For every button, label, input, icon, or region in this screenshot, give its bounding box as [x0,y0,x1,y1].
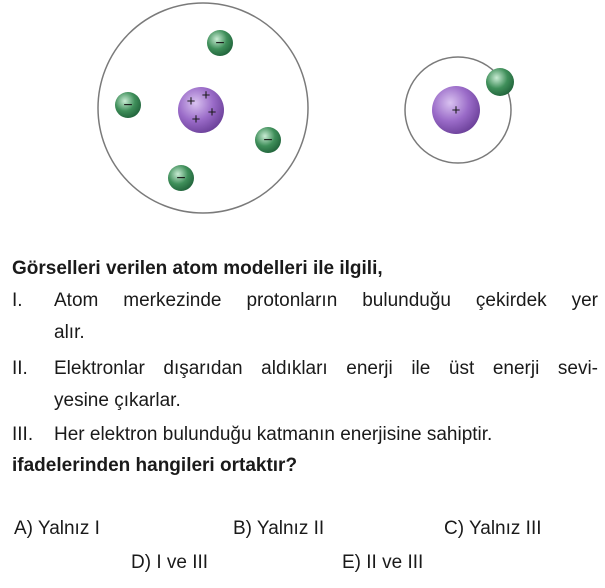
electron: − [255,127,281,153]
statement-number: II. [12,358,28,379]
statement-text: Atom merkezinde protonların bulunduğu çe… [54,290,598,311]
option-e[interactable]: E) II ve III [342,552,424,573]
proton-sign: + [192,111,201,128]
nucleus [432,86,480,134]
statement-number: III. [12,424,34,445]
electron: − [115,92,141,118]
option-a[interactable]: A) Yalnız I [14,518,100,539]
statement-1-continued: alır. [54,322,85,343]
svg-text:−: − [263,132,272,149]
atom-models-figure: + + + + − − − − + [97,2,514,214]
atom-boundary [97,2,309,214]
option-d[interactable]: D) I ve III [131,552,209,573]
svg-text:−: − [123,97,132,114]
electron [486,68,514,96]
option-b[interactable]: B) Yalnız II [233,518,325,539]
bohr-model: + [404,56,514,164]
proton-sign: + [187,93,196,110]
nucleus [178,87,224,133]
electron: − [207,30,233,56]
proton-sign: + [208,104,217,121]
thomson-model: + + + + − − − − [97,2,309,214]
electron: − [168,165,194,191]
proton-sign: + [202,87,211,104]
statement-text: Elektronlar dışarıdan aldıkları enerji i… [54,358,598,379]
statement-2-continued: yesine çıkarlar. [54,390,181,411]
question-prompt: ifadelerinden hangileri ortaktır? [12,455,298,476]
option-c[interactable]: C) Yalnız III [444,518,542,539]
svg-text:−: − [215,35,224,52]
statement-text: Her elektron bulunduğu katmanın enerjisi… [54,424,493,445]
proton-sign: + [452,102,461,119]
statement-number: I. [12,290,23,311]
question-stem: Görselleri verilen atom modelleri ile il… [12,258,383,279]
svg-text:−: − [176,170,185,187]
orbit [404,56,512,164]
